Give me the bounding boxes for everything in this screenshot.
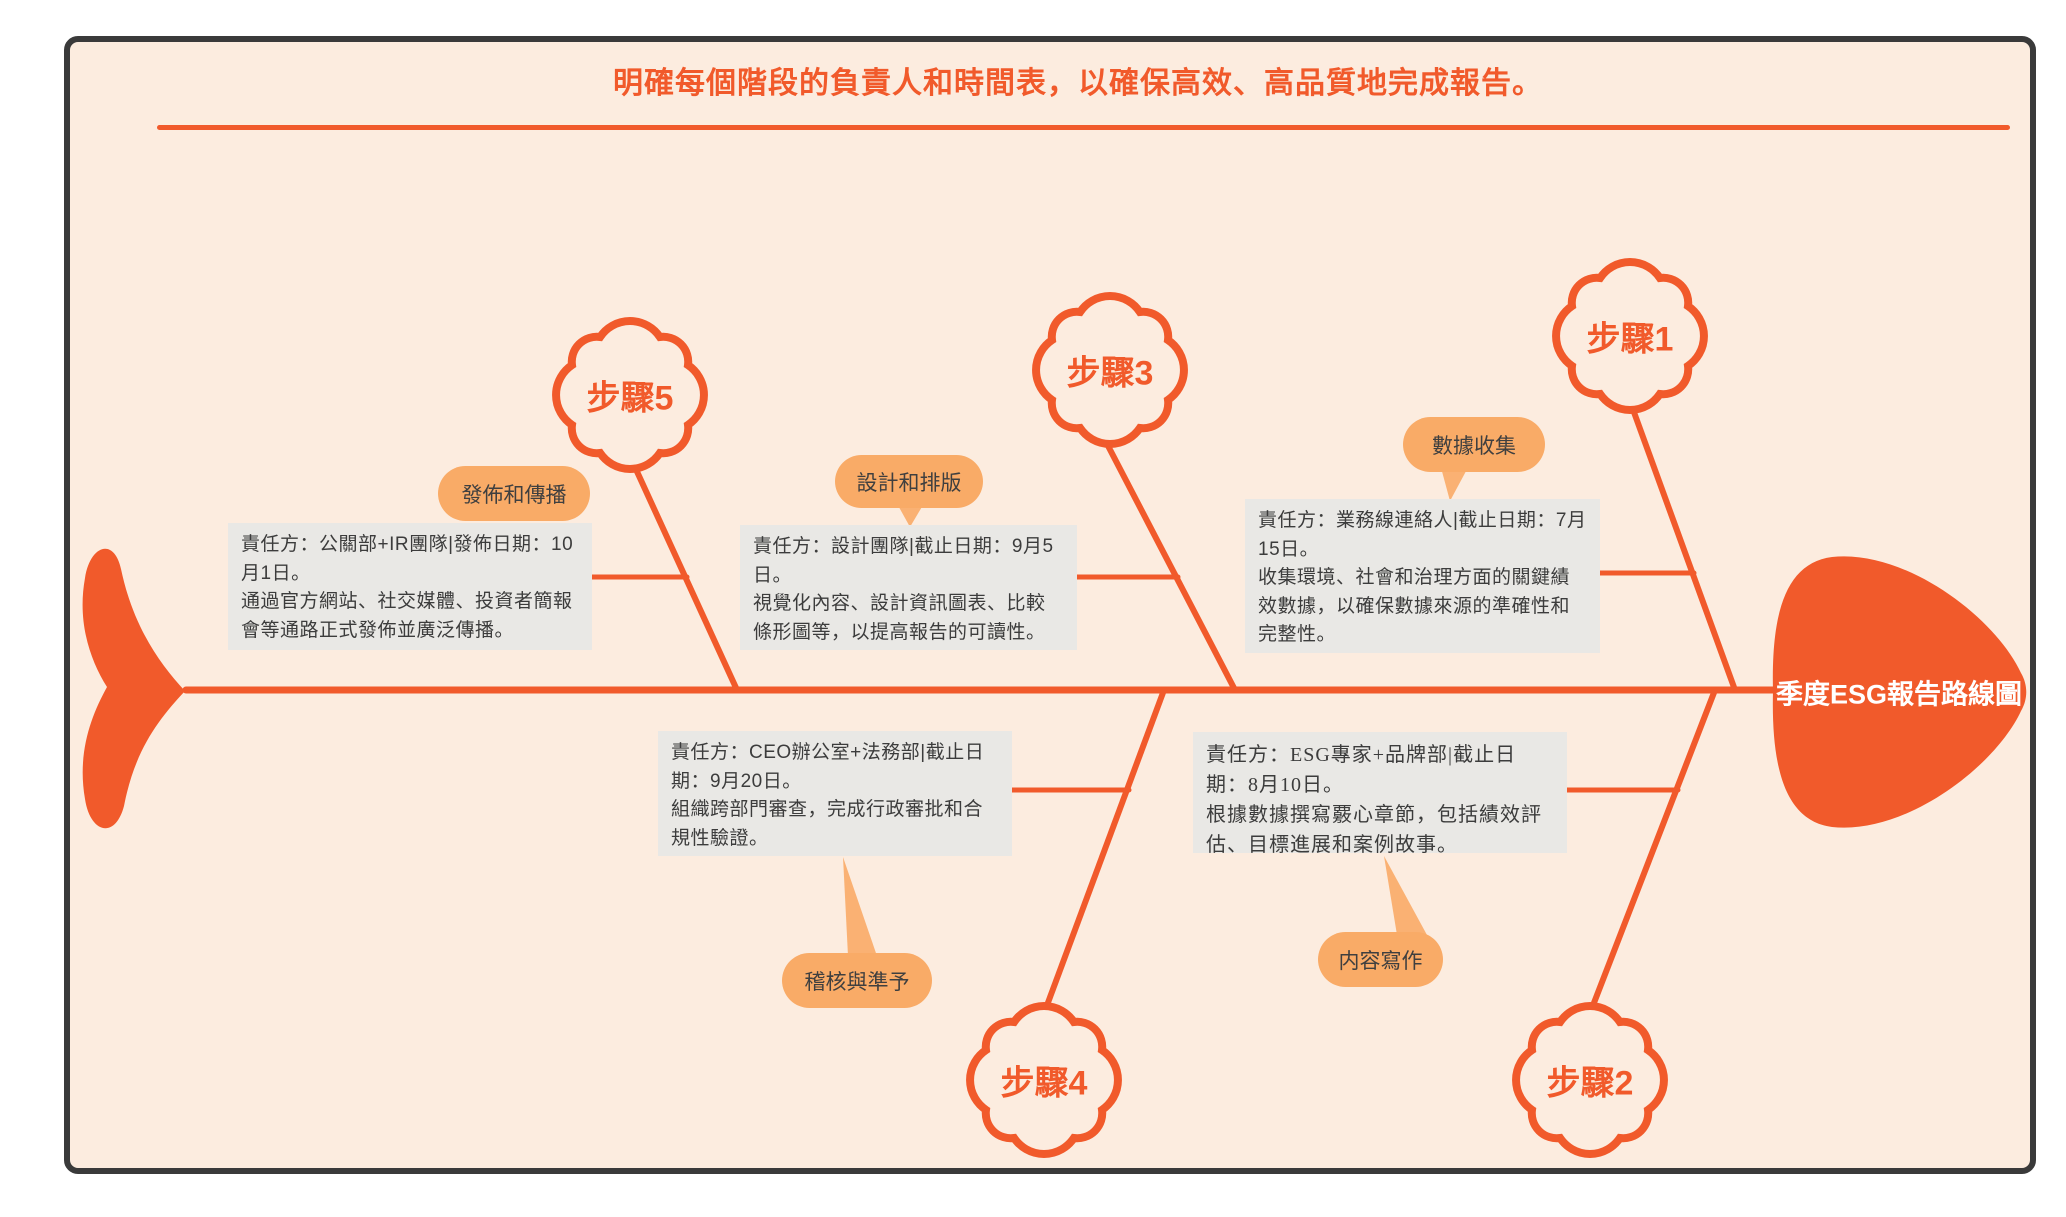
fish-head-label: 季度ESG報告路線圖	[1775, 679, 2023, 710]
detail-box-step2: 責任方：ESG專家+品牌部|截止日期：8月10日。 根據數據撰寫覈心章節，包括績…	[1193, 732, 1567, 856]
fish-head-shape	[1772, 556, 2027, 828]
diagram-title: 明確每個階段的負責人和時間表，以確保高效、高品質地完成報告。	[613, 67, 1543, 100]
fish-tail-shape	[82, 548, 185, 829]
cloud-label-step1: 步驟1	[1586, 320, 1674, 359]
stage-pill-step4: 稽核與準予	[782, 953, 932, 1008]
pill-tail-step2	[1384, 856, 1427, 935]
rib-step4	[1043, 688, 1167, 1010]
cloud-label-step2: 步驟2	[1546, 1064, 1634, 1103]
detail-box-step5: 責任方：公關部+IR團隊|發佈日期：10月1日。 通過官方網站、社交媒體、投資者…	[228, 523, 592, 650]
detail-box-step4: 責任方：CEO辦公室+法務部|截止日期：9月20日。 組織跨部門審查，完成行政審…	[658, 731, 1012, 856]
stage-pill-step2: 内容寫作	[1318, 932, 1443, 987]
cloud-step2	[1512, 1002, 1668, 1158]
cloud-step3	[1032, 292, 1188, 448]
rib-step2	[1589, 688, 1718, 1010]
rib-step1	[1628, 402, 1738, 692]
detail-box-step3: 責任方：設計團隊|截止日期：9月5日。 視覺化內容、設計資訊圖表、比較條形圖等，…	[740, 525, 1077, 650]
rib-step3	[1102, 438, 1238, 692]
cloud-step5	[552, 317, 708, 473]
title-underline	[157, 125, 2010, 130]
cloud-step1	[1552, 258, 1708, 414]
cloud-label-step3: 步驟3	[1066, 354, 1154, 393]
detail-box-step1: 責任方：業務線連絡人|截止日期：7月15日。 收集環境、社會和治理方面的關鍵績效…	[1245, 499, 1600, 653]
stage-pill-step3: 設計和排版	[835, 455, 983, 508]
stage-pill-step5: 發佈和傳播	[438, 466, 590, 521]
cloud-label-step4: 步驟4	[1000, 1064, 1088, 1103]
stage-pill-step1: 數據收集	[1403, 417, 1545, 472]
cloud-label-step5: 步驟5	[586, 379, 674, 418]
pill-tail-step4	[843, 857, 877, 956]
cloud-step4	[966, 1002, 1122, 1158]
